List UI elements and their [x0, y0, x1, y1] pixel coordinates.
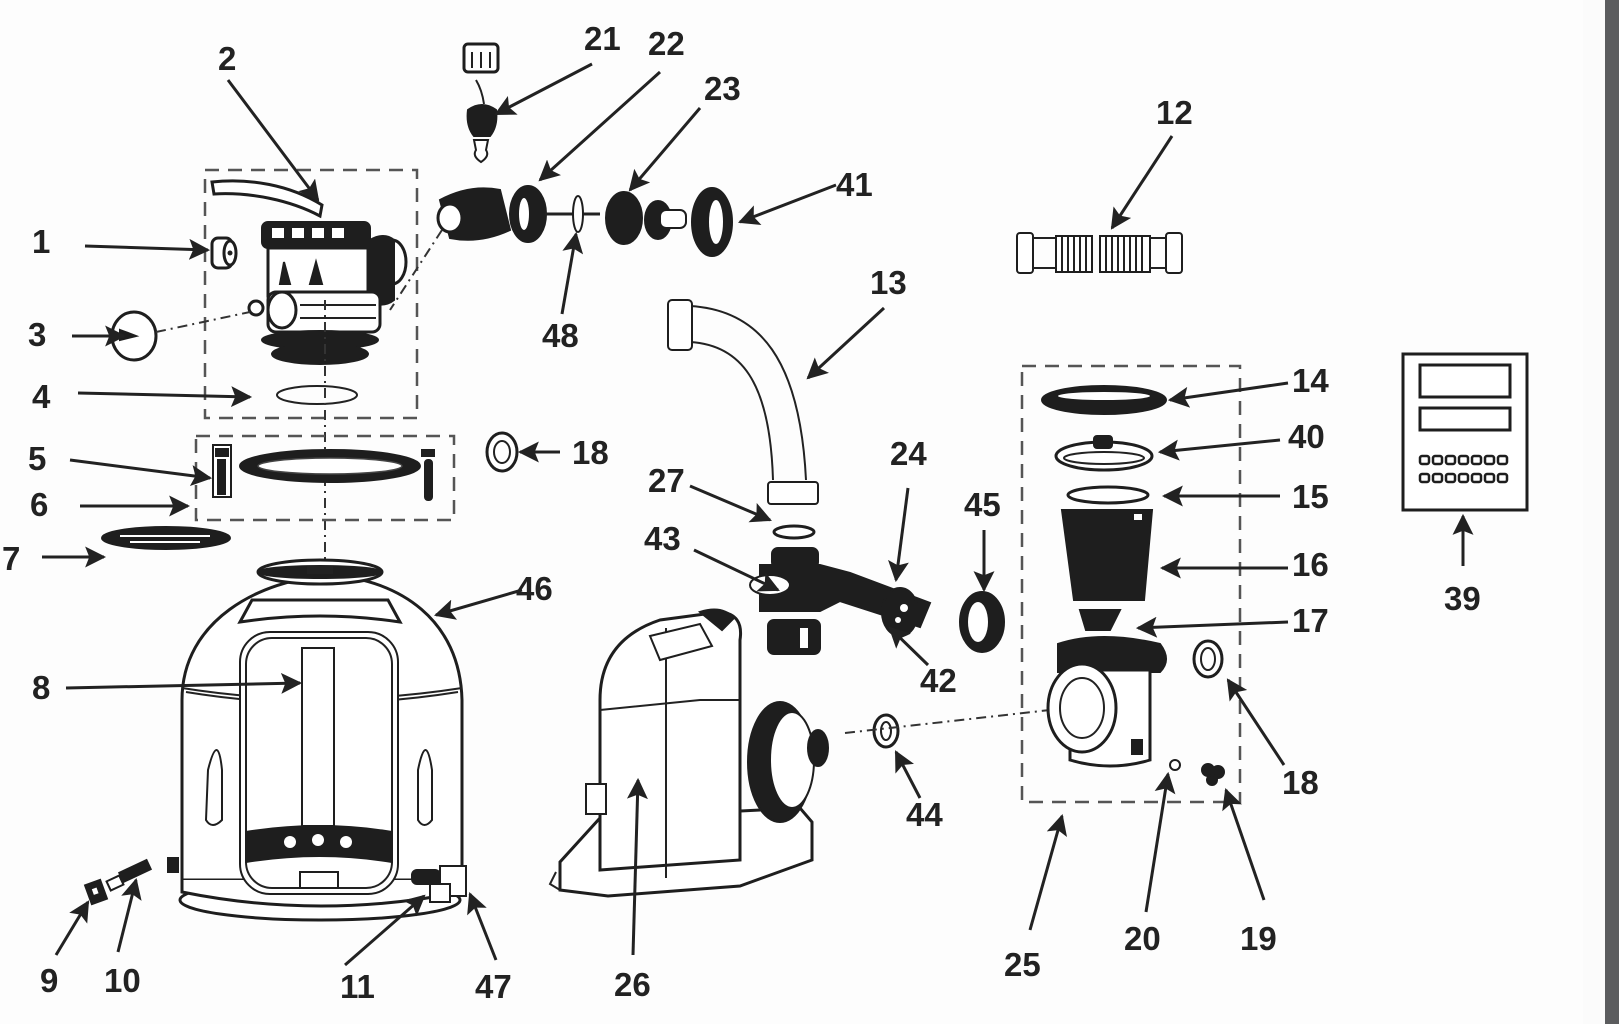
- panel-button: [1431, 454, 1444, 466]
- callout-1: 1: [32, 223, 50, 260]
- panel-button: [1470, 454, 1483, 466]
- valve-cap-plug: [210, 236, 238, 270]
- hose-o-ring: [485, 431, 519, 473]
- callout-43: 43: [644, 520, 681, 557]
- hose-gasket: [772, 524, 816, 540]
- clamp-group-box: [194, 434, 456, 522]
- callout-48: 48: [542, 317, 579, 354]
- panel-button: [1496, 472, 1509, 484]
- callout-17: 17: [1292, 602, 1329, 639]
- panel-button: [1418, 472, 1431, 484]
- valve-handle: [210, 179, 324, 219]
- clamp-bolt: [212, 444, 232, 498]
- bent-hose: [667, 299, 819, 505]
- callout-10: 10: [104, 962, 141, 999]
- callout-labels: 2 1 3 4 5 6 7 8 9 10 11 47 46 18 21 22 2…: [2, 20, 1481, 1005]
- strainer-cover: [1054, 435, 1154, 472]
- callout-23: 23: [704, 70, 741, 107]
- diffuser: [101, 526, 231, 550]
- pump-group-box: [1020, 364, 1242, 804]
- callout-47: 47: [475, 968, 512, 1005]
- panel-button: [1470, 472, 1483, 484]
- page-margin: [1583, 0, 1605, 1024]
- callout-46: 46: [516, 570, 553, 607]
- leader-lines: [42, 62, 1474, 967]
- callout-6: 6: [30, 486, 48, 523]
- valve-group: [110, 168, 419, 560]
- pump-group: [1020, 364, 1242, 804]
- callout-44: 44: [906, 796, 943, 833]
- air-release-valve: [462, 42, 500, 164]
- callout-45: 45: [964, 486, 1001, 523]
- connector-nut: [605, 191, 643, 245]
- drain-cap: [83, 878, 109, 906]
- drain-plug-o-ring: [1169, 759, 1181, 771]
- strainer-housing: [1046, 609, 1167, 768]
- clamp-group: [194, 434, 456, 522]
- panel-button: [1496, 454, 1509, 466]
- callout-26: 26: [614, 966, 651, 1003]
- panel-button: [1457, 472, 1470, 484]
- pump-o-ring: [872, 713, 900, 749]
- viewer-scrollbar[interactable]: [1605, 0, 1619, 1024]
- pump-drain-plug: [1201, 763, 1225, 786]
- clamp-bolt-right: [421, 449, 435, 501]
- callout-24: 24: [890, 435, 927, 472]
- panel-button: [1444, 454, 1457, 466]
- union-nut: [959, 591, 1005, 653]
- callout-15: 15: [1292, 478, 1329, 515]
- drain-fitting: [167, 857, 179, 873]
- center-pipe: [301, 647, 335, 827]
- callout-18-right: 18: [1282, 764, 1319, 801]
- callout-2: 2: [218, 40, 236, 77]
- callout-11: 11: [340, 968, 375, 1005]
- cell-nut: [881, 587, 919, 637]
- callout-42: 42: [920, 662, 957, 699]
- valve-connector: [436, 185, 733, 257]
- callout-39: 39: [1444, 580, 1481, 617]
- callout-21: 21: [584, 20, 621, 57]
- callout-12: 12: [1156, 94, 1193, 131]
- callout-41: 41: [836, 166, 873, 203]
- callout-25: 25: [1004, 946, 1041, 983]
- callout-22: 22: [648, 25, 685, 62]
- callout-18-left: 18: [572, 434, 609, 471]
- strainer-o-ring: [1066, 485, 1150, 505]
- drain-plug: [105, 858, 153, 892]
- panel-button: [1431, 472, 1444, 484]
- multiport-valve: [247, 221, 408, 365]
- callout-5: 5: [28, 440, 46, 477]
- callout-13: 13: [870, 264, 907, 301]
- motor-base: [548, 608, 829, 898]
- callout-3: 3: [28, 316, 46, 353]
- control-panel: [1401, 352, 1529, 512]
- callout-19: 19: [1240, 920, 1277, 957]
- callout-20: 20: [1124, 920, 1161, 957]
- panel-button: [1418, 454, 1431, 466]
- callout-4: 4: [32, 378, 51, 415]
- callout-8: 8: [32, 669, 50, 706]
- callout-14: 14: [1292, 362, 1329, 399]
- connecting-hose: [1016, 232, 1183, 274]
- panel-button: [1444, 472, 1457, 484]
- strainer-basket: [1060, 509, 1154, 601]
- connector-washer: [572, 195, 584, 233]
- callout-16: 16: [1292, 546, 1329, 583]
- callout-7: 7: [2, 540, 20, 577]
- hose-o-ring-pump: [1192, 639, 1224, 679]
- panel-button: [1483, 472, 1496, 484]
- callout-27: 27: [648, 462, 685, 499]
- panel-button: [1483, 454, 1496, 466]
- callout-9: 9: [40, 962, 58, 999]
- exploded-parts-diagram: 2 1 3 4 5 6 7 8 9 10 11 47 46 18 21 22 2…: [2, 20, 1529, 1005]
- callout-40: 40: [1288, 418, 1325, 455]
- valve-o-ring: [276, 385, 358, 405]
- drain-valve: [411, 869, 441, 885]
- filter-tank: [178, 558, 467, 922]
- panel-button: [1457, 454, 1470, 466]
- valve-group-box: [203, 168, 419, 420]
